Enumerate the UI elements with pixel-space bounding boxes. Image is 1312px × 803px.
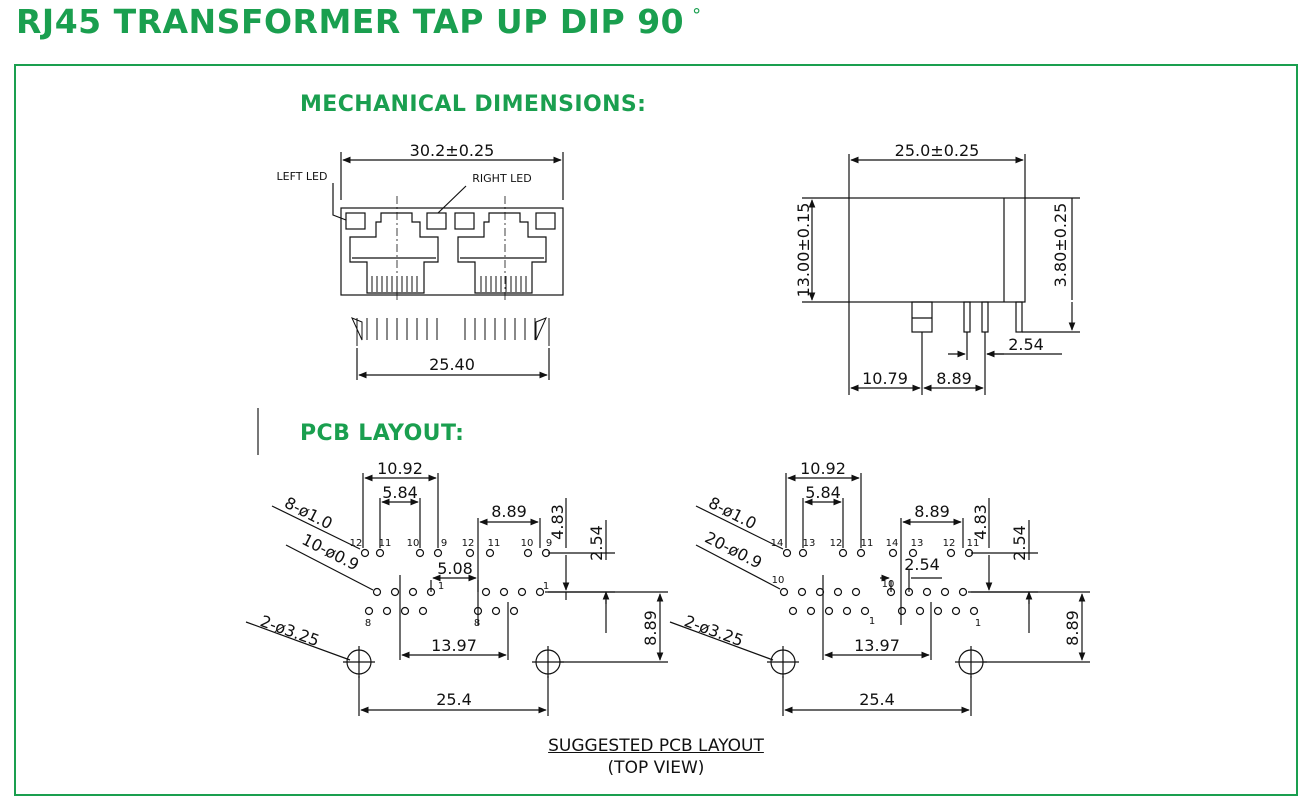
pins bbox=[351, 317, 550, 346]
contacts bbox=[371, 276, 527, 292]
pcb-right-row3 bbox=[788, 606, 979, 616]
pcb-right-pin: 10 bbox=[882, 579, 895, 590]
pcb-left-holes-c: 2-ø3.25 bbox=[258, 611, 322, 650]
drawing-frame bbox=[14, 64, 1298, 796]
pcb-left-row1 bbox=[360, 548, 551, 558]
pcb-left-w3: 8.89 bbox=[491, 502, 527, 521]
side-pitch-label: 2.54 bbox=[1008, 335, 1044, 354]
caption-line-1: SUGGESTED PCB LAYOUT bbox=[0, 736, 1312, 756]
pcb-left-pin: 12 bbox=[462, 538, 475, 549]
pcb-right-holes-b: 20-ø0.9 bbox=[702, 528, 765, 573]
pcb-left-h2: 2.54 bbox=[587, 525, 606, 561]
pcb-left-pin: 10 bbox=[521, 538, 534, 549]
pcb-left-w5: 13.97 bbox=[431, 636, 477, 655]
pcb-right-pin: 1 bbox=[975, 618, 981, 629]
mechanical-dimensions-heading: MECHANICAL DIMENSIONS: bbox=[300, 92, 647, 117]
pcb-left-pin: 9 bbox=[441, 538, 447, 549]
side-dim-a-label: 10.79 bbox=[862, 369, 908, 388]
pcb-left-pin: 8 bbox=[365, 618, 371, 629]
pcb-right-holes-c: 2-ø3.25 bbox=[682, 611, 746, 650]
pcb-left-pin: 1 bbox=[543, 581, 549, 592]
pcb-left-w2: 5.84 bbox=[382, 483, 418, 502]
pcb-right-pin: 14 bbox=[771, 538, 784, 549]
pcb-left-row3 bbox=[364, 606, 519, 616]
caption-line-2: (TOP VIEW) bbox=[607, 758, 705, 778]
led-3 bbox=[454, 212, 475, 230]
pcb-left-h3: 8.89 bbox=[641, 610, 660, 646]
pcb-left-pin: 11 bbox=[488, 538, 501, 549]
pcb-right-pin: 12 bbox=[943, 538, 956, 549]
pcb-right-w3: 8.89 bbox=[914, 502, 950, 521]
pcb-left-pin: 8 bbox=[474, 618, 480, 629]
led-2 bbox=[426, 212, 447, 230]
pcb-right-pin: 1 bbox=[869, 616, 875, 627]
side-height-label: 13.00±0.15 bbox=[794, 203, 813, 298]
side-body bbox=[848, 197, 1026, 303]
pcb-right-w4: 2.54 bbox=[904, 555, 940, 574]
pcb-left bbox=[245, 473, 668, 716]
pcb-left-w4: 5.08 bbox=[437, 559, 473, 578]
front-view bbox=[332, 152, 564, 380]
front-pin-span-label: 25.40 bbox=[429, 355, 475, 374]
side-dim-b-label: 8.89 bbox=[936, 369, 972, 388]
front-width-label: 30.2±0.25 bbox=[410, 141, 495, 160]
pcb-left-row2 bbox=[372, 587, 545, 597]
pcb-left-pin: 12 bbox=[350, 538, 363, 549]
pcb-left-w6: 25.4 bbox=[436, 690, 472, 709]
pcb-right-w2: 5.84 bbox=[805, 483, 841, 502]
side-depth-label: 25.0±0.25 bbox=[895, 141, 980, 160]
right-led-label: RIGHT LED bbox=[472, 172, 531, 185]
pcb-right-h3: 8.89 bbox=[1063, 610, 1082, 646]
pcb-right bbox=[669, 473, 1090, 716]
pcb-right-w5: 13.97 bbox=[854, 636, 900, 655]
pcb-right-w1: 10.92 bbox=[800, 459, 846, 478]
side-view bbox=[802, 154, 1080, 395]
pcb-right-pin: 14 bbox=[886, 538, 899, 549]
port-2 bbox=[457, 212, 547, 294]
pcb-left-pin: 11 bbox=[379, 538, 392, 549]
pcb-right-pin: 12 bbox=[830, 538, 843, 549]
pcb-right-holes-a: 8-ø1.0 bbox=[705, 493, 759, 533]
pcb-left-pin: 9 bbox=[546, 538, 552, 549]
pcb-right-h1: 4.83 bbox=[971, 504, 990, 540]
pcb-right-pin: 11 bbox=[967, 538, 980, 549]
caption-title: SUGGESTED PCB LAYOUT bbox=[548, 736, 764, 756]
port-1 bbox=[349, 212, 439, 294]
pcb-right-pin: 13 bbox=[803, 538, 816, 549]
pcb-right-pin: 11 bbox=[861, 538, 874, 549]
left-led-label: LEFT LED bbox=[277, 170, 328, 183]
pcb-right-pin: 13 bbox=[911, 538, 924, 549]
pcb-left-w1: 10.92 bbox=[377, 459, 423, 478]
title-text: RJ45 TRANSFORMER TAP UP DIP 90 bbox=[16, 2, 685, 41]
pcb-right-pin: 10 bbox=[772, 575, 785, 586]
side-pin-offset-label: 3.80±0.25 bbox=[1051, 203, 1070, 288]
led-4 bbox=[535, 212, 556, 230]
connector-body bbox=[340, 207, 564, 296]
pcb-left-pin: 1 bbox=[438, 581, 444, 592]
pcb-right-w6: 25.4 bbox=[859, 690, 895, 709]
pcb-left-holes-a: 8-ø1.0 bbox=[281, 493, 335, 533]
pcb-right-row2 bbox=[779, 587, 968, 597]
pcb-right-h2: 2.54 bbox=[1010, 525, 1029, 561]
pcb-left-h1: 4.83 bbox=[548, 504, 567, 540]
pcb-right-row1 bbox=[782, 548, 974, 558]
title-degree: ° bbox=[692, 5, 702, 26]
page-title: RJ45 TRANSFORMER TAP UP DIP 90 ° bbox=[16, 2, 702, 41]
led-1 bbox=[345, 212, 366, 230]
pcb-layout-heading: PCB LAYOUT: bbox=[300, 421, 465, 446]
pcb-left-pin: 10 bbox=[407, 538, 420, 549]
